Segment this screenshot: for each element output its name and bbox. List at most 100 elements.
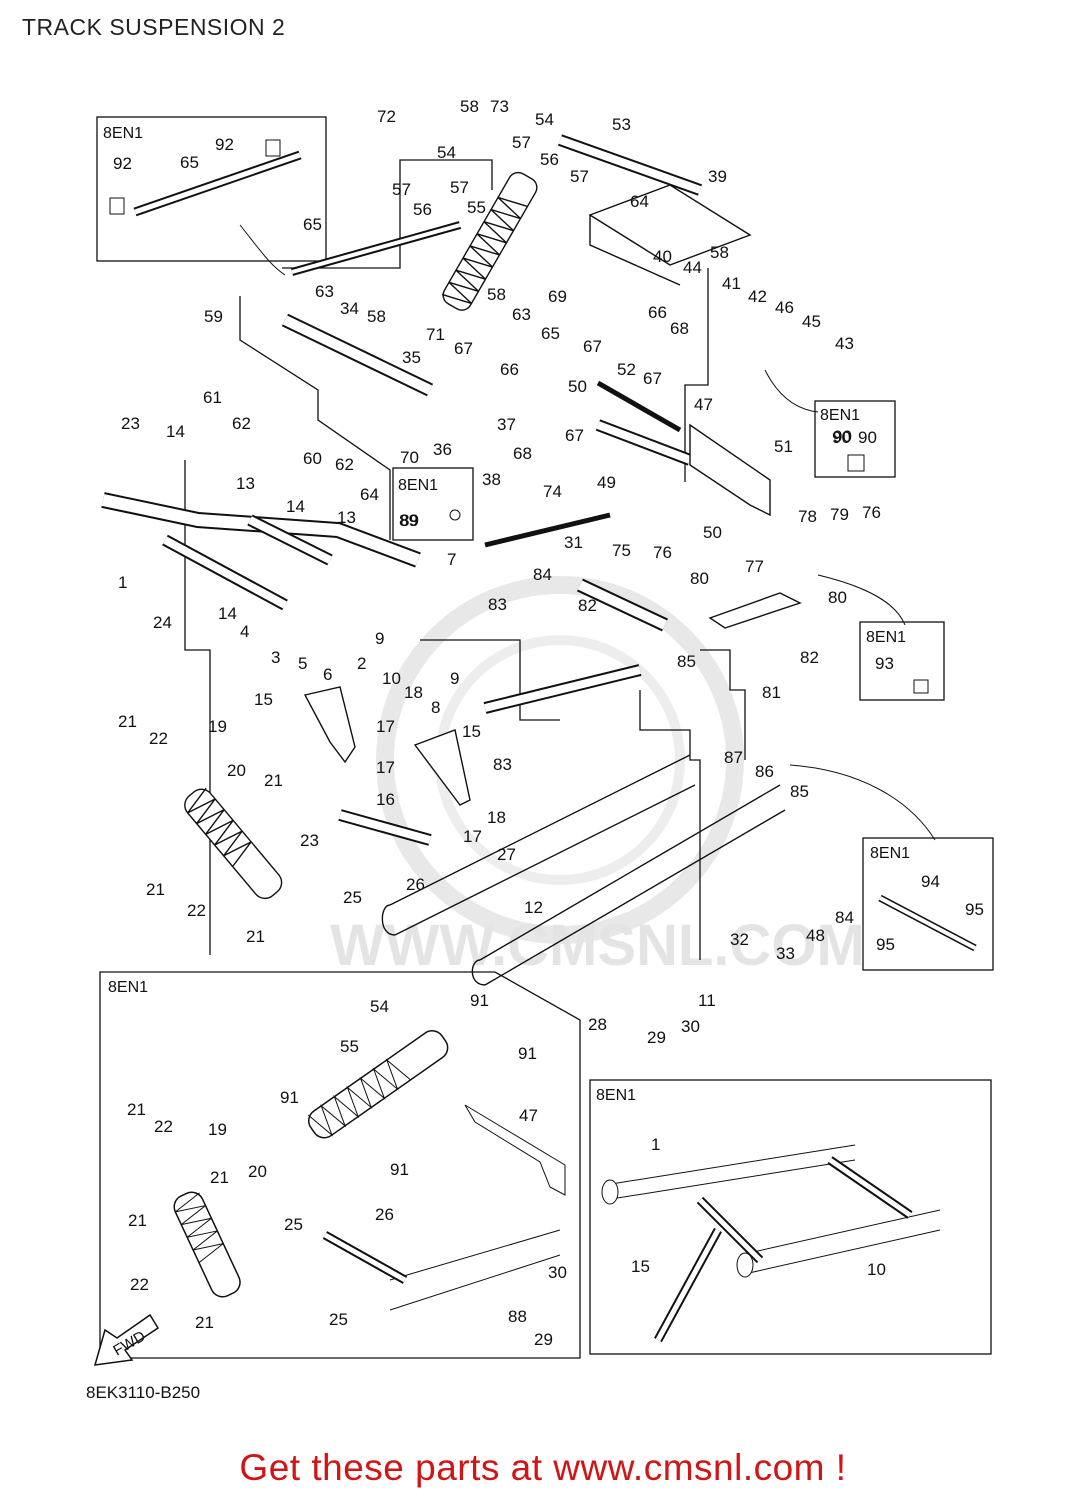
- callout: 91: [280, 1088, 299, 1107]
- callout-labels-inset-br: 1 15 10: [631, 1135, 886, 1279]
- callout: 81: [762, 683, 781, 702]
- callout: 50: [568, 377, 587, 396]
- inset-br: 8EN1: [589, 1079, 992, 1355]
- callout: 57: [392, 180, 411, 199]
- callout: 45: [802, 312, 821, 331]
- callout: 30: [681, 1017, 700, 1036]
- callout: 21: [210, 1168, 229, 1187]
- callout: 78: [798, 507, 817, 526]
- inset-br-label: 8EN1: [596, 1087, 636, 1104]
- callout: 56: [413, 200, 432, 219]
- callout: 93: [875, 654, 894, 673]
- callout: 57: [450, 178, 469, 197]
- callout: 63: [315, 282, 334, 301]
- callout: 57: [570, 167, 589, 186]
- callout: 21: [118, 712, 137, 731]
- callout: 15: [254, 690, 273, 709]
- callout: 2: [357, 654, 366, 673]
- callout: 65: [541, 324, 560, 343]
- callout: 30: [548, 1263, 567, 1282]
- callout: 21: [246, 927, 265, 946]
- callout: 85: [790, 782, 809, 801]
- inset-tl-label: 8EN1: [103, 125, 143, 142]
- callout: 40: [653, 247, 672, 266]
- callout: 22: [187, 901, 206, 920]
- callout: 37: [497, 415, 516, 434]
- callout: 69: [548, 287, 567, 306]
- callout: 25: [329, 1310, 348, 1329]
- callout: 63: [512, 305, 531, 324]
- callout: 70: [400, 448, 419, 467]
- callout: 76: [653, 543, 672, 562]
- callout: 92: [215, 135, 234, 154]
- callout: 19: [208, 717, 227, 736]
- callout: 67: [454, 339, 473, 358]
- callout: 80: [828, 588, 847, 607]
- callout: 22: [154, 1117, 173, 1136]
- callout: 9: [450, 669, 459, 688]
- promo-banner[interactable]: Get these parts at www.cmsnl.com !: [239, 1447, 847, 1488]
- callout: 26: [406, 875, 425, 894]
- callout: 51: [774, 437, 793, 456]
- callout: 33: [776, 944, 795, 963]
- callout: 90: [832, 428, 851, 447]
- callout: 91: [390, 1160, 409, 1179]
- callout: 54: [370, 997, 389, 1016]
- callout: 14: [166, 422, 185, 441]
- callout: 20: [227, 761, 246, 780]
- callout: 87: [724, 748, 743, 767]
- callout: 64: [630, 192, 649, 211]
- watermark-text: WWW.CMSNL.COM: [330, 913, 865, 978]
- callout: 5: [298, 654, 307, 673]
- callout: 59: [204, 307, 223, 326]
- callout: 83: [493, 755, 512, 774]
- callout: 29: [647, 1028, 666, 1047]
- callout: 92: [113, 154, 132, 173]
- callout: 67: [565, 426, 584, 445]
- callout: 18: [487, 808, 506, 827]
- callout: 17: [376, 758, 395, 777]
- page-title: TRACK SUSPENSION 2: [22, 14, 286, 40]
- callout: 75: [612, 541, 631, 560]
- callout: 17: [376, 717, 395, 736]
- callout: 36: [433, 440, 452, 459]
- callout: 82: [578, 596, 597, 615]
- callout: 17: [463, 827, 482, 846]
- callout: 90: [833, 427, 852, 446]
- callout: 54: [437, 143, 456, 162]
- callout: 3: [271, 648, 280, 667]
- callout: 48: [806, 926, 825, 945]
- callout: 10: [382, 669, 401, 688]
- callout: 89: [399, 511, 418, 530]
- callout: 71: [426, 325, 445, 344]
- callout: 29: [534, 1330, 553, 1349]
- callout: 16: [376, 790, 395, 809]
- callout: 38: [482, 470, 501, 489]
- callout: 77: [745, 557, 764, 576]
- callout: 43: [835, 334, 854, 353]
- callout: 76: [862, 503, 881, 522]
- callout: 47: [694, 395, 713, 414]
- callout: 13: [337, 508, 356, 527]
- callout: 39: [708, 167, 727, 186]
- callout-labels: 72 58 73 54 53 57 54 56 57 57 57 39 64 5…: [113, 97, 984, 1047]
- callout: 21: [128, 1211, 147, 1230]
- callout: 58: [460, 97, 479, 116]
- inset-94-label: 8EN1: [870, 845, 910, 862]
- callout: 4: [240, 622, 249, 641]
- inset-part-labels: 90 89: [400, 428, 851, 530]
- callout: 79: [830, 505, 849, 524]
- callout: 21: [127, 1100, 146, 1119]
- callout: 65: [180, 153, 199, 172]
- callout: 26: [375, 1205, 394, 1224]
- callout: 6: [323, 665, 332, 684]
- callout: 58: [710, 243, 729, 262]
- callout: 22: [149, 729, 168, 748]
- callout: 11: [698, 991, 716, 1010]
- callout: 90: [858, 428, 877, 447]
- callout: 21: [146, 880, 165, 899]
- callout: 91: [470, 991, 489, 1010]
- callout: 47: [519, 1106, 538, 1125]
- callout: 60: [303, 449, 322, 468]
